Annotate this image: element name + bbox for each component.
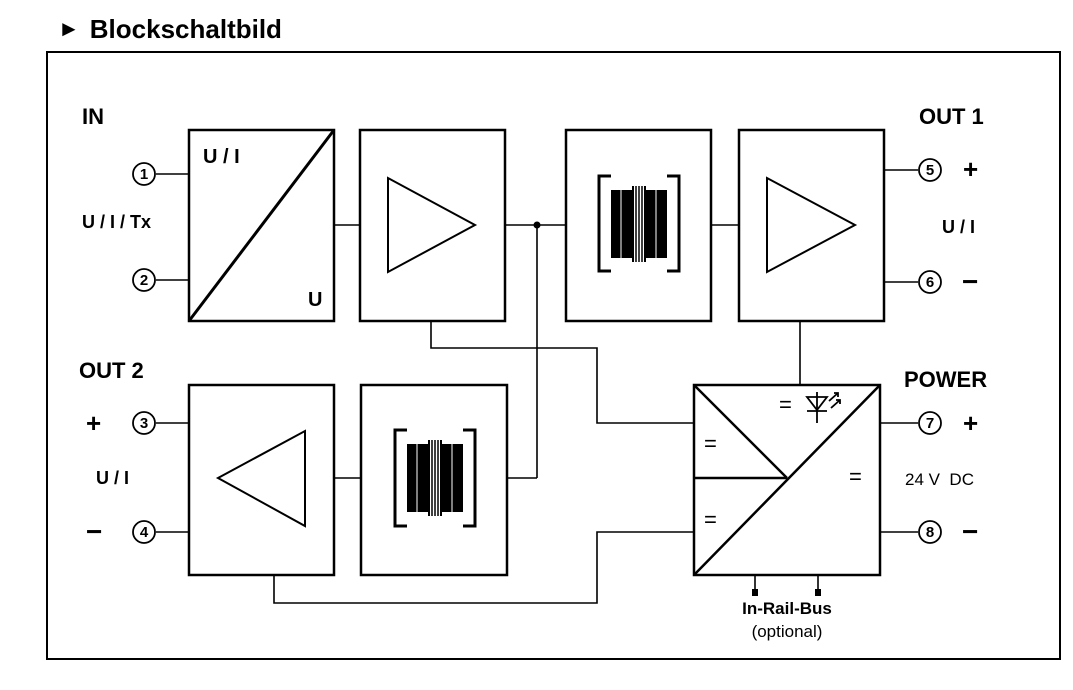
terminal-6 bbox=[918, 270, 942, 294]
power-minus-sign: − bbox=[962, 516, 978, 547]
amplifier-block-1 bbox=[358, 128, 507, 323]
isolation-block-2 bbox=[359, 383, 509, 577]
led-icon bbox=[805, 392, 841, 423]
isolation-block-1 bbox=[564, 128, 713, 323]
amplifier-block-3 bbox=[187, 383, 336, 577]
terminal-8-number: 8 bbox=[926, 524, 934, 541]
section-title-text: Blockschaltbild bbox=[89, 14, 282, 44]
power-plus-sign: + bbox=[963, 408, 978, 438]
converter-input-label: U / I bbox=[203, 146, 240, 168]
out1-label: OUT 1 bbox=[919, 104, 984, 129]
terminal-1 bbox=[132, 162, 156, 186]
out2-minus-sign: − bbox=[86, 516, 102, 547]
converter-block: U / I U bbox=[187, 128, 336, 323]
terminal-2 bbox=[132, 268, 156, 292]
out2-signal-label: U / I bbox=[96, 468, 129, 488]
amplifier-icon bbox=[387, 176, 478, 274]
terminal-7-number: 7 bbox=[926, 415, 934, 432]
amplifier-icon bbox=[766, 176, 858, 274]
amplifier-block-2 bbox=[737, 128, 886, 323]
input-label: IN bbox=[82, 104, 104, 129]
play-arrow-icon: ► bbox=[58, 16, 80, 41]
out1-signal-label: U / I bbox=[942, 217, 975, 237]
terminal-5 bbox=[918, 158, 942, 182]
input-signal-label: U / I / Tx bbox=[82, 212, 151, 232]
terminal-3-number: 3 bbox=[140, 415, 148, 432]
terminal-2-number: 2 bbox=[140, 272, 148, 289]
bus-label: In-Rail-Bus bbox=[742, 599, 832, 618]
terminal-5-number: 5 bbox=[926, 162, 934, 179]
out2-plus-sign: + bbox=[86, 408, 101, 438]
power-voltage-label: 24 V DC bbox=[905, 470, 974, 489]
out1-plus-sign: + bbox=[963, 154, 978, 184]
transformer-icon bbox=[393, 428, 477, 528]
upper-equal-sign: = bbox=[704, 431, 717, 456]
converter-output-label: U bbox=[308, 289, 322, 311]
section-title: ► Blockschaltbild bbox=[58, 14, 282, 45]
terminal-3 bbox=[132, 411, 156, 435]
terminal-4-number: 4 bbox=[140, 524, 149, 541]
terminal-8 bbox=[918, 520, 942, 544]
terminal-7 bbox=[918, 411, 942, 435]
lower-equal-sign: = bbox=[704, 507, 717, 532]
transformer-icon bbox=[597, 174, 681, 273]
power-supply-block: = = = = bbox=[692, 383, 882, 577]
bus-pin-right bbox=[815, 589, 821, 596]
amplifier-icon bbox=[215, 429, 306, 528]
diagram-frame bbox=[46, 51, 1061, 660]
power-label: POWER bbox=[904, 367, 987, 392]
out2-label: OUT 2 bbox=[79, 358, 144, 383]
bus-note: (optional) bbox=[752, 622, 823, 641]
led-equal-sign: = bbox=[779, 392, 792, 417]
out1-minus-sign: − bbox=[962, 266, 978, 297]
bus-pin-left bbox=[752, 589, 758, 596]
terminal-6-number: 6 bbox=[926, 274, 934, 291]
junction-dot bbox=[533, 221, 541, 229]
wires bbox=[156, 169, 918, 604]
terminal-4 bbox=[132, 520, 156, 544]
terminal-1-number: 1 bbox=[140, 166, 148, 183]
right-equal-sign: = bbox=[849, 464, 862, 489]
